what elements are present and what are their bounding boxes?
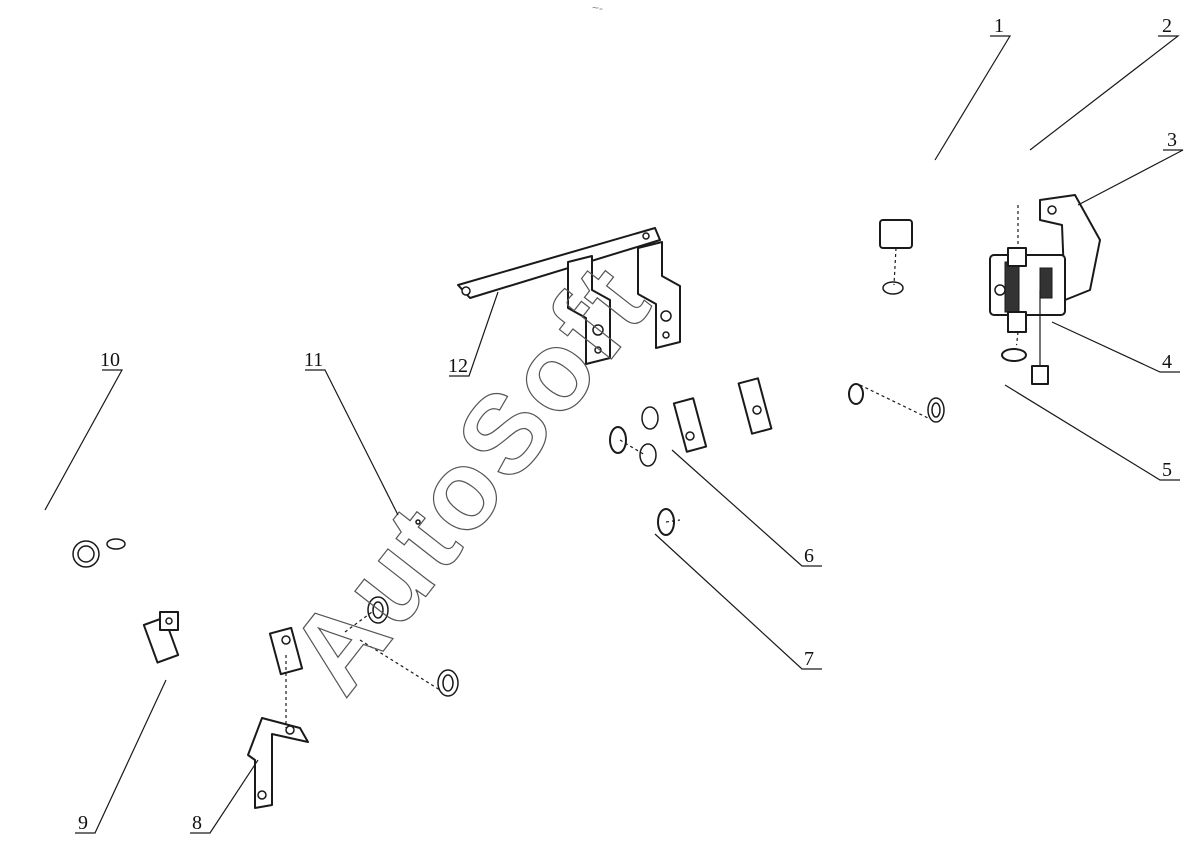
part-12-bracket	[457, 227, 681, 365]
autosoft-watermark: AutoSoft	[265, 240, 674, 715]
callout-5: 5	[1162, 459, 1172, 481]
callout-2: 2	[1162, 15, 1172, 37]
part-3-bracket	[1039, 194, 1101, 301]
callout-3: 3	[1167, 129, 1177, 151]
part-5-hose	[859, 345, 1029, 423]
callout-labels: 1 2 3 4 5 6 7 8 9 10 11 12	[78, 15, 1177, 834]
callout-4: 4	[1162, 351, 1172, 373]
callout-8: 8	[192, 812, 202, 834]
part-2-hose	[975, 110, 1038, 250]
callout-7: 7	[804, 648, 814, 670]
callout-12: 12	[448, 355, 468, 377]
part-9-pipe-assembly	[96, 536, 369, 714]
callout-10: 10	[100, 349, 120, 371]
callout-1: 1	[994, 15, 1004, 37]
part-1-hose	[879, 103, 949, 286]
part-11-hose	[365, 426, 631, 624]
callout-leaders	[44, 35, 1184, 834]
top-mark: ~-	[592, 1, 603, 15]
part-4-valve	[989, 247, 1066, 385]
assembly-guide-lines	[344, 439, 681, 691]
callout-11: 11	[304, 349, 323, 371]
part-8-bracket	[247, 655, 309, 809]
callout-9: 9	[78, 812, 88, 834]
part-6-pipe-assembly	[639, 281, 904, 467]
part-10-hose	[0, 452, 100, 568]
callout-6: 6	[804, 545, 814, 567]
